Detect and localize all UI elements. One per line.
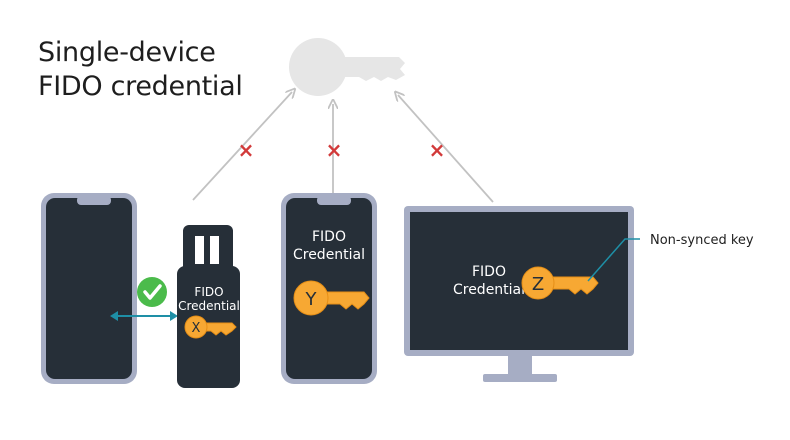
usb-label-line-1: FIDO: [194, 285, 223, 299]
monitor-label-line-1: FIDO: [472, 264, 506, 280]
usb-key-icon: [184, 315, 237, 339]
ghost-key-icon: [289, 38, 405, 96]
callout-line: [587, 238, 640, 282]
phone-key-letter: Y: [305, 289, 318, 310]
title-line-2: FIDO credential: [38, 71, 243, 102]
arrow-usb-to-key: [192, 92, 292, 201]
phone-label-line-1: FIDO: [312, 229, 346, 245]
phone-left: [41, 193, 137, 384]
phone-key-icon: [293, 280, 370, 316]
monitor-label-line-2: Credential: [453, 282, 525, 298]
check-icon: [137, 277, 167, 307]
monitor-key-letter: Z: [532, 274, 544, 295]
title-line-1: Single-device: [38, 37, 216, 68]
blocked-marker-phone: ×: [326, 138, 343, 162]
usb-key-letter: X: [192, 321, 201, 336]
monitor-key-icon: [521, 266, 599, 300]
phone-middle: [281, 193, 377, 384]
usb-label-line-2: Credential: [178, 299, 240, 313]
callout-label: Non-synced key: [650, 233, 754, 248]
blocked-marker-usb: ×: [238, 138, 255, 162]
phone-usb-link-arrow: [110, 311, 178, 321]
diagram-title: Single-device FIDO credential: [38, 36, 243, 104]
blocked-marker-monitor: ×: [429, 138, 446, 162]
phone-label-line-2: Credential: [293, 247, 365, 263]
arrow-monitor-to-key: [398, 95, 494, 203]
